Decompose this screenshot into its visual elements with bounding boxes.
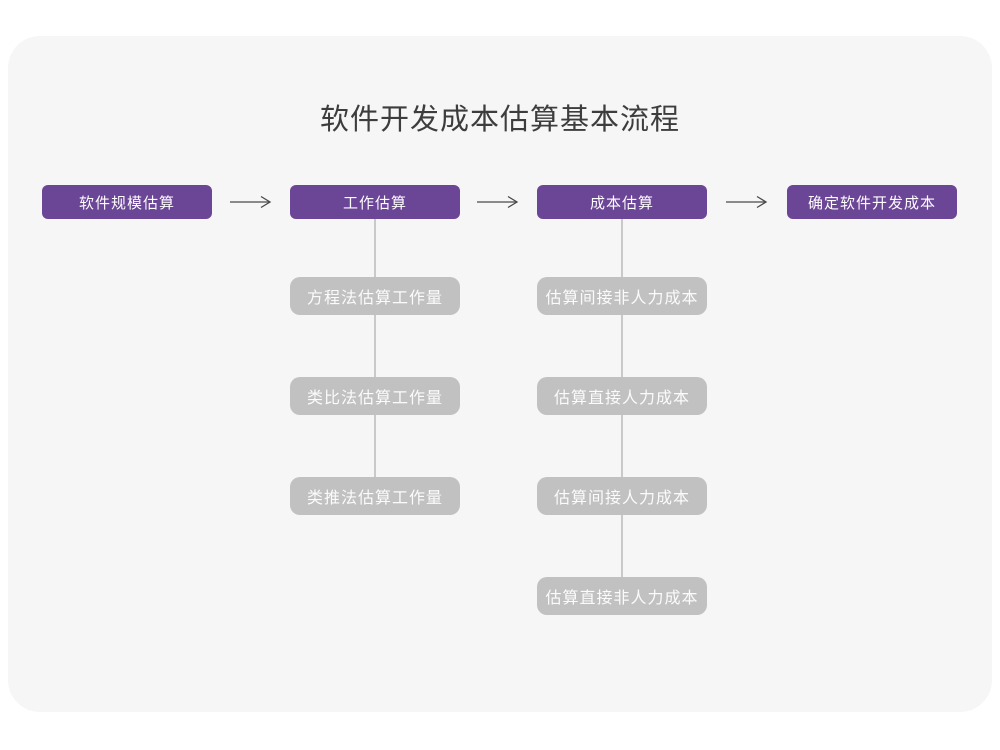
substep-extrapolation-method: 类推法估算工作量 (290, 477, 460, 515)
diagram-title: 软件开发成本估算基本流程 (319, 104, 680, 136)
flow-step-software-scale-estimation: 软件规模估算 (42, 185, 212, 219)
substep-analogy-method: 类比法估算工作量 (290, 377, 460, 415)
substep-label: 估算直接人力成本 (553, 390, 690, 407)
substep-direct-nonlabor-cost: 估算直接非人力成本 (537, 577, 707, 615)
substep-label: 估算间接人力成本 (553, 490, 690, 507)
flow-step-label: 成本估算 (589, 194, 654, 212)
arrow-right-icon (476, 194, 520, 210)
flow-step-cost-estimation: 成本估算 (537, 185, 707, 219)
connector-line-work-estimation (374, 219, 376, 491)
flow-step-label: 工作估算 (342, 194, 407, 212)
flow-step-determine-dev-cost: 确定软件开发成本 (787, 185, 957, 219)
substep-label: 类推法估算工作量 (306, 490, 443, 507)
flow-step-work-estimation: 工作估算 (290, 185, 460, 219)
flow-step-label: 确定软件开发成本 (807, 194, 936, 212)
substep-label: 估算间接非人力成本 (545, 290, 699, 307)
arrow-right-icon (229, 194, 273, 210)
flowchart-card (8, 36, 992, 712)
arrow-right-icon (725, 194, 769, 210)
flow-step-label: 软件规模估算 (78, 194, 175, 212)
substep-indirect-nonlabor-cost: 估算间接非人力成本 (537, 277, 707, 315)
substep-indirect-labor-cost: 估算间接人力成本 (537, 477, 707, 515)
substep-label: 方程法估算工作量 (306, 290, 443, 307)
substep-direct-labor-cost: 估算直接人力成本 (537, 377, 707, 415)
substep-equation-method: 方程法估算工作量 (290, 277, 460, 315)
substep-label: 估算直接非人力成本 (545, 590, 699, 607)
substep-label: 类比法估算工作量 (306, 390, 443, 407)
